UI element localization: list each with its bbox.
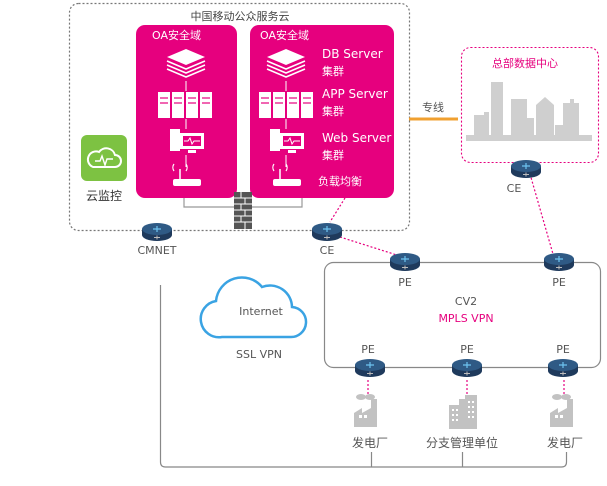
hq-title: 总部数据中心 bbox=[492, 57, 558, 70]
hq-ce-to-pe-link bbox=[529, 173, 554, 255]
web-server-label: Web Server bbox=[322, 131, 392, 145]
router-icon bbox=[452, 359, 482, 377]
wireless-router-icon bbox=[272, 163, 301, 186]
database-layers-icon bbox=[266, 49, 306, 78]
leased-line-label: 专线 bbox=[422, 101, 444, 114]
factory-icon bbox=[550, 394, 573, 427]
app-server-sub: 集群 bbox=[322, 105, 344, 118]
monitor-workstation-icon bbox=[170, 129, 204, 153]
router-pe-bottom-left[interactable] bbox=[354, 358, 386, 382]
app-server-label: APP Server bbox=[322, 87, 388, 101]
internet-label: Internet bbox=[239, 305, 283, 318]
server-rack-icon bbox=[259, 92, 313, 118]
cloud-service-boundary bbox=[68, 2, 411, 232]
lb-to-ce-link bbox=[329, 197, 346, 223]
database-layers-icon bbox=[166, 49, 206, 78]
ce-to-pe-link bbox=[339, 236, 401, 257]
mpls-name: CV2 bbox=[454, 295, 478, 308]
router-pe-top-left[interactable] bbox=[389, 252, 421, 276]
office-building-icon bbox=[449, 395, 477, 429]
router-hq-ce[interactable] bbox=[510, 159, 542, 183]
cloud-monitor-label: 云监控 bbox=[85, 189, 123, 203]
ssl-vpn-bracket bbox=[159, 285, 568, 468]
site-label-2: 分支管理单位 bbox=[425, 436, 499, 450]
city-skyline-icon bbox=[466, 82, 592, 141]
zone-left-icons bbox=[158, 49, 212, 186]
db-server-label: DB Server bbox=[322, 47, 383, 61]
router-pe-top-right[interactable] bbox=[543, 252, 575, 276]
server-rack-icon bbox=[158, 92, 212, 118]
firewall-icon bbox=[234, 192, 252, 229]
zone-left-title: OA安全域 bbox=[152, 29, 201, 42]
hq-boundary bbox=[460, 46, 600, 164]
internet-cloud-icon bbox=[199, 276, 308, 339]
router-cloud-ce[interactable] bbox=[311, 222, 343, 246]
pe-label-bottom-middle: PE bbox=[460, 343, 474, 356]
cloud-monitor-tile[interactable] bbox=[81, 135, 127, 181]
router-icon bbox=[142, 223, 172, 241]
router-icon bbox=[312, 223, 342, 241]
oa-security-zone-right[interactable]: OA安全域 DB Server 集群 APP Server 集群 Web Ser… bbox=[250, 25, 394, 198]
router-pe-bottom-right[interactable] bbox=[547, 358, 579, 382]
pe-label-top-left: PE bbox=[398, 276, 412, 289]
oa-security-zone-left[interactable]: OA安全域 bbox=[136, 25, 237, 198]
router-icon bbox=[511, 160, 541, 178]
cloud-service-title: 中国移动公众服务云 bbox=[190, 10, 290, 23]
router-pe-bottom-middle[interactable] bbox=[451, 358, 483, 382]
pe-label-bottom-left: PE bbox=[361, 343, 375, 356]
pe-label-bottom-right: PE bbox=[556, 343, 570, 356]
ssl-vpn-label: SSL VPN bbox=[236, 348, 282, 361]
cmnet-label: CMNET bbox=[137, 244, 177, 257]
cloud-ce-label: CE bbox=[319, 244, 335, 257]
monitor-workstation-icon bbox=[270, 129, 304, 153]
db-server-sub: 集群 bbox=[322, 65, 344, 78]
router-icon bbox=[355, 359, 385, 377]
zone-right-icons bbox=[259, 49, 313, 186]
router-icon bbox=[390, 253, 420, 271]
router-cmnet[interactable] bbox=[141, 222, 173, 246]
wireless-router-icon bbox=[172, 163, 201, 186]
router-icon bbox=[544, 253, 574, 271]
mpls-type: MPLS VPN bbox=[438, 312, 494, 325]
web-server-sub: 集群 bbox=[322, 149, 344, 162]
router-icon bbox=[548, 359, 578, 377]
factory-icon bbox=[354, 394, 377, 427]
site-label-3: 发电厂 bbox=[546, 436, 584, 450]
cloud-pulse-icon bbox=[86, 147, 122, 168]
zone-right-title: OA安全域 bbox=[260, 29, 309, 42]
site-label-1: 发电厂 bbox=[351, 436, 389, 450]
pe-label-top-right: PE bbox=[552, 276, 566, 289]
hq-ce-label: CE bbox=[506, 182, 522, 195]
load-balancer-label: 负载均衡 bbox=[318, 175, 362, 188]
